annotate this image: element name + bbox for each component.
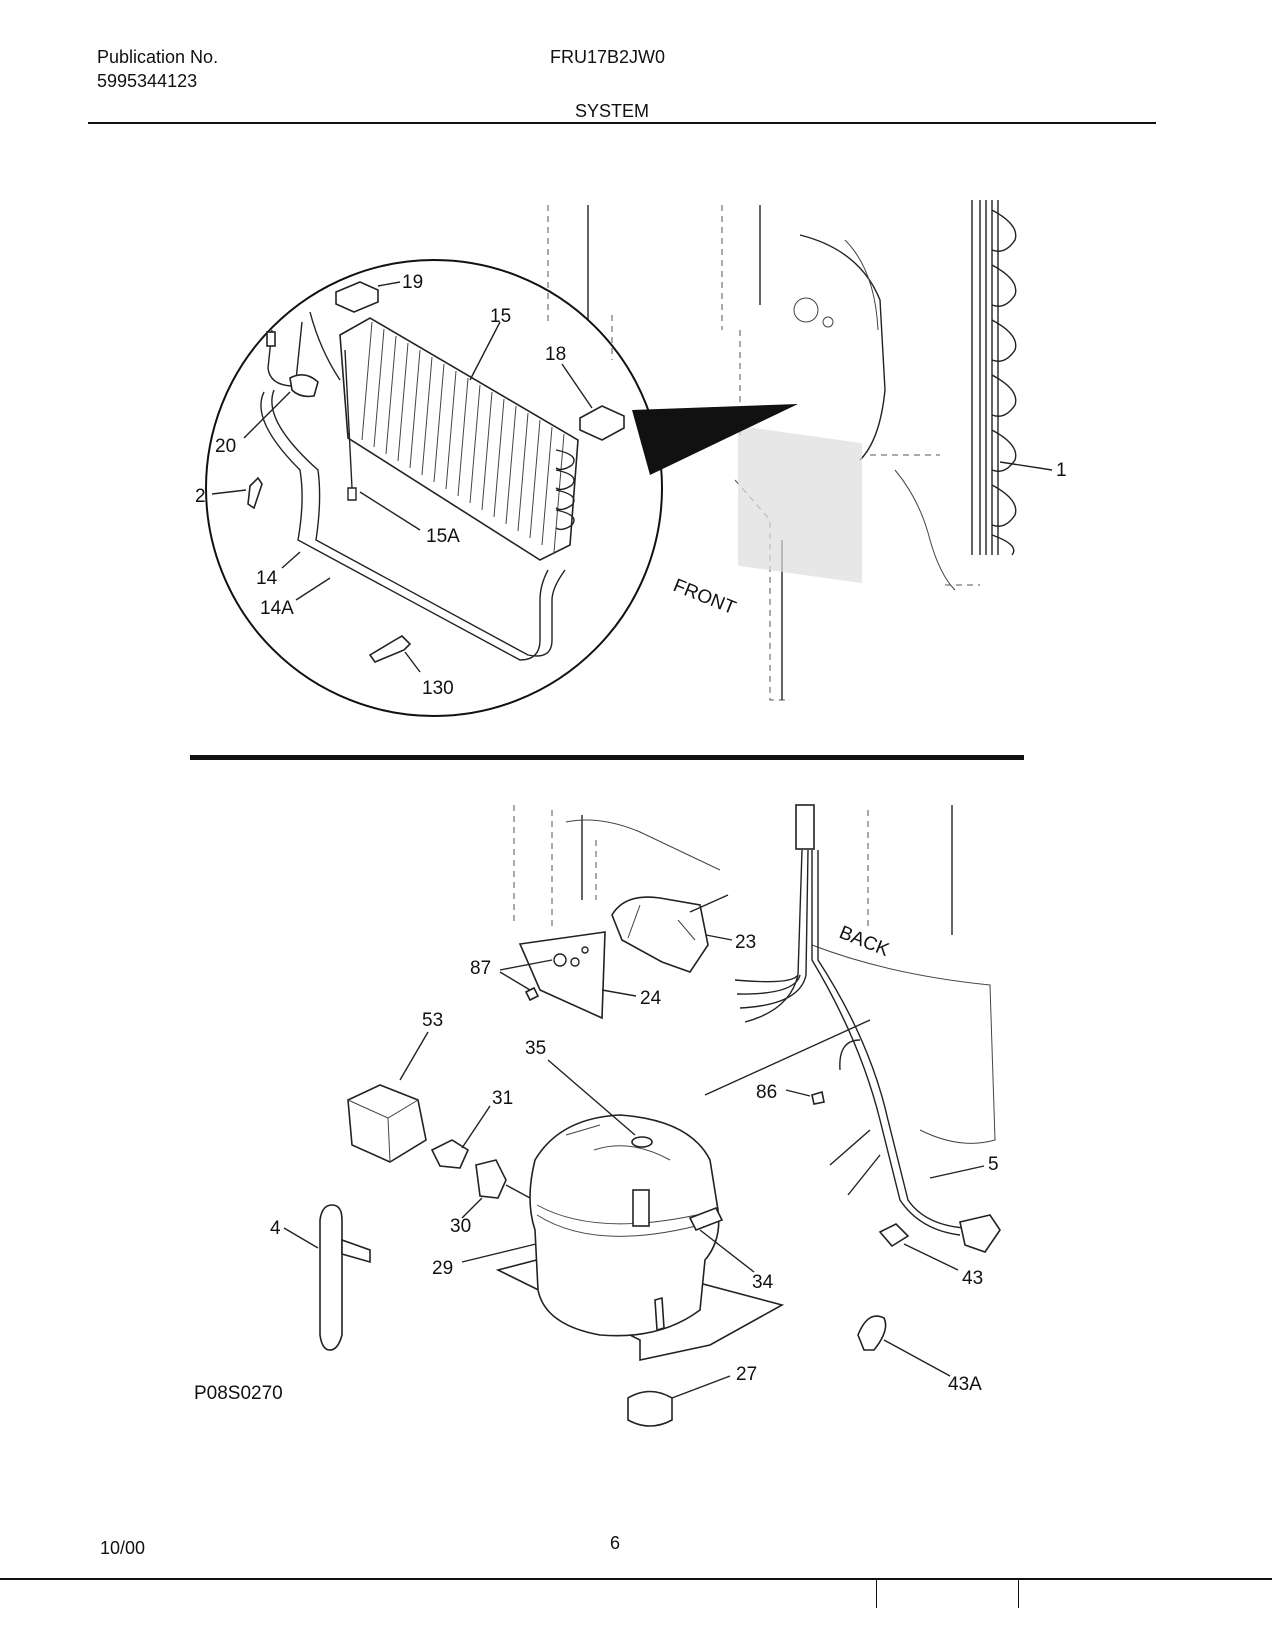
- model-number: FRU17B2JW0: [550, 47, 666, 67]
- footer-tick-1: [876, 1578, 877, 1608]
- header-rule: [88, 122, 1156, 124]
- footer-rule: [0, 1578, 1272, 1580]
- callout-43a: 43A: [948, 1374, 982, 1395]
- callout-31: 31: [492, 1088, 513, 1109]
- bottom-leaders: [283, 934, 985, 1399]
- publication-label: Publication No.: [97, 47, 219, 67]
- cabinet-back-outline: [513, 805, 996, 1144]
- drain-130: [368, 635, 412, 663]
- screw-87: [524, 986, 540, 1002]
- callout-4: 4: [270, 1218, 281, 1239]
- callout-20: 20: [215, 436, 236, 457]
- top-leaders: [211, 281, 593, 673]
- callout-5: 5: [988, 1154, 999, 1175]
- tubing: [260, 311, 566, 661]
- overload-53: [347, 1084, 427, 1163]
- callout-87: 87: [470, 958, 491, 979]
- pad-18: [579, 405, 625, 441]
- vent-grille: [738, 297, 862, 584]
- callout-30: 30: [450, 1216, 471, 1237]
- front-label: FRONT: [670, 575, 739, 619]
- relay-23: [611, 894, 729, 973]
- detail-circle: [205, 259, 663, 717]
- clip-2: [247, 476, 263, 510]
- callout-14a: 14A: [260, 598, 294, 619]
- sensor-bulb: [289, 374, 319, 398]
- callout-86: 86: [756, 1082, 777, 1103]
- compressor-29: [495, 1114, 785, 1361]
- section-title: SYSTEM: [575, 101, 650, 121]
- clip-43: [878, 1223, 910, 1248]
- defrost-heater: [344, 349, 357, 501]
- bracket-24: [518, 931, 606, 1020]
- power-cord: [734, 804, 1001, 1253]
- drier-4: [319, 1204, 343, 1351]
- callout-15: 15: [490, 306, 511, 327]
- evaporator-fins: [339, 317, 579, 561]
- callout-27: 27: [736, 1364, 757, 1385]
- callout-35: 35: [525, 1038, 546, 1059]
- callout-18: 18: [545, 344, 566, 365]
- callout-24: 24: [640, 988, 662, 1009]
- callout-1: 1: [1056, 460, 1067, 481]
- callout-19: 19: [402, 272, 423, 293]
- pad-19: [335, 281, 379, 313]
- grommet-27: [627, 1390, 673, 1427]
- footer-date: 10/00: [100, 1538, 146, 1558]
- relay-30: [475, 1159, 507, 1199]
- back-label: BACK: [836, 922, 892, 961]
- zoom-wedge: [632, 404, 798, 475]
- callout-23: 23: [735, 932, 756, 953]
- callout-2: 2: [195, 486, 206, 507]
- condenser-coil: [971, 200, 1053, 556]
- page-number: 6: [610, 1533, 621, 1553]
- callout-53: 53: [422, 1010, 443, 1031]
- section-divider: [190, 755, 1024, 760]
- footer-tick-2: [1018, 1578, 1019, 1608]
- screw-86: [811, 1090, 825, 1105]
- callout-14: 14: [256, 568, 278, 589]
- relay-31: [430, 1139, 470, 1169]
- callout-29: 29: [432, 1258, 453, 1279]
- callout-130: 130: [422, 678, 454, 699]
- callout-34: 34: [752, 1272, 774, 1293]
- publication-number: 5995344123: [97, 71, 198, 91]
- figure-code: P08S0270: [194, 1383, 283, 1404]
- callout-15a: 15A: [426, 526, 460, 547]
- callout-43: 43: [962, 1268, 983, 1289]
- clamp-43a: [857, 1315, 887, 1351]
